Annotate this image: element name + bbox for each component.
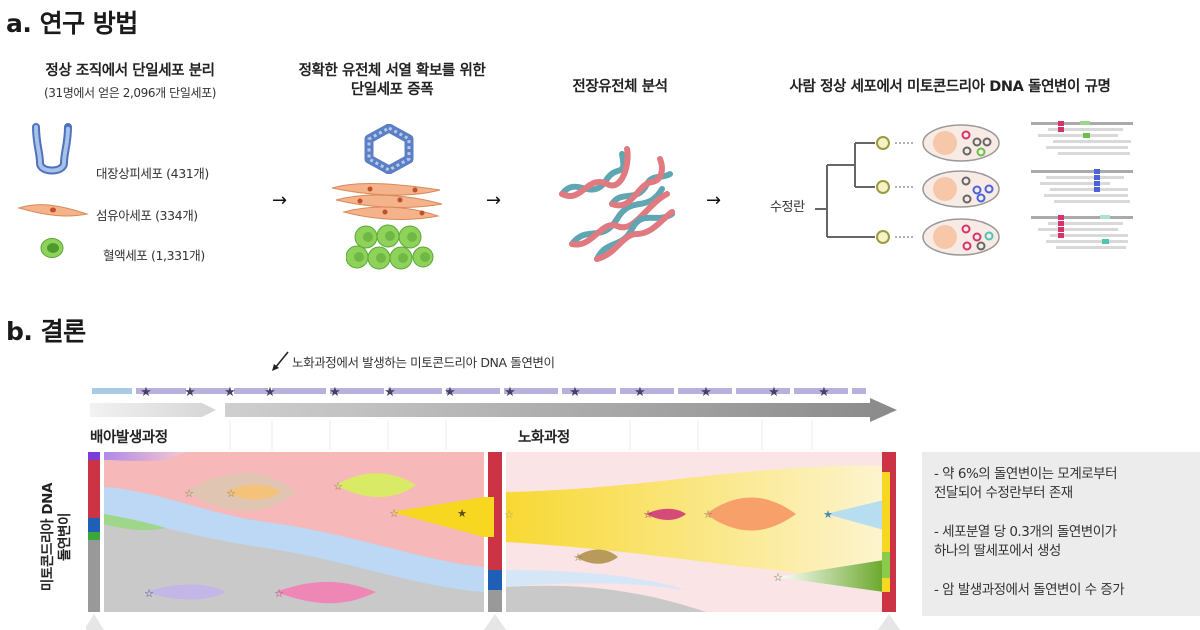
svg-text:☆: ☆ xyxy=(274,587,284,600)
svg-text:★: ★ xyxy=(444,385,456,398)
svg-text:★: ★ xyxy=(768,385,780,398)
summary-item-2-line1: - 세포분열 당 0.3개의 돌연변이가 xyxy=(934,524,1117,540)
svg-text:☆: ☆ xyxy=(333,480,343,493)
svg-text:☆: ☆ xyxy=(144,587,154,600)
section-a-title: a. 연구 방법 xyxy=(6,9,138,38)
y-axis-label-line2: 돌연변이 xyxy=(57,512,73,562)
summary-item-2-line2: 하나의 딸세포에서 생성 xyxy=(934,543,1061,559)
svg-text:☆: ☆ xyxy=(703,508,713,521)
organoid-ring-icon xyxy=(364,124,414,174)
svg-text:★: ★ xyxy=(384,385,396,398)
svg-text:☆: ☆ xyxy=(184,487,194,500)
colon-crypt-icon xyxy=(32,123,72,175)
fibroblast-icon xyxy=(17,204,89,217)
step3-title: 전장유전체 분석 xyxy=(572,79,668,95)
step2-title-line1: 정확한 유전체 서열 확보를 위한 xyxy=(298,63,486,79)
annotation-pointer-icon xyxy=(272,351,289,371)
svg-text:★: ★ xyxy=(823,508,833,521)
svg-text:★: ★ xyxy=(504,385,516,398)
arrow-icon: → xyxy=(706,190,722,211)
embryo-phase-arrow xyxy=(90,403,216,417)
summary-box: - 약 6%의 돌연변이는 모계로부터 전달되어 수정란부터 존재 - 세포분열… xyxy=(922,452,1200,616)
svg-text:☆: ☆ xyxy=(226,487,236,500)
svg-text:★: ★ xyxy=(264,385,276,398)
y-axis-label-line1: 미토콘드리아 DNA xyxy=(40,482,56,592)
svg-text:★: ★ xyxy=(184,385,196,398)
arrow-icon: → xyxy=(486,190,502,211)
phase-label-aging: 노화과정 xyxy=(518,430,570,446)
cell-label-blood: 혈액세포 (1,331개) xyxy=(103,248,205,263)
svg-text:★: ★ xyxy=(634,385,646,398)
blood-cell-icon xyxy=(40,238,64,258)
aging-phase-arrow xyxy=(225,398,897,422)
svg-text:★: ★ xyxy=(329,385,341,398)
timeline-gridlines xyxy=(229,420,813,450)
phase-label-embryo: 배아발생과정 xyxy=(90,430,168,446)
svg-text:★: ★ xyxy=(140,385,152,398)
mutation-timeline-bar: ★ ★ ★ ★ ★ ★ ★ ★ ★ ★ ★ ★ ★ xyxy=(92,385,866,398)
summary-item-3-line1: - 암 발생과정에서 돌연변이 수 증가 xyxy=(934,582,1125,598)
timeline-annotation: 노화과정에서 발생하는 미토콘드리아 DNA 돌연변이 xyxy=(292,355,555,370)
summary-item-1-line2: 전달되어 수정란부터 존재 xyxy=(934,485,1073,501)
y-axis-label: 미토콘드리아 DNA 돌연변이 xyxy=(40,462,74,612)
summary-item-1-line1: - 약 6%의 돌연변이는 모계로부터 xyxy=(934,466,1118,482)
svg-text:☆: ☆ xyxy=(773,571,783,584)
svg-text:☆: ☆ xyxy=(504,508,514,521)
step4-title: 사람 정상 세포에서 미토콘드리아 DNA 돌연변이 규명 xyxy=(789,79,1111,95)
cell-label-fibroblast: 섬유아세포 (334개) xyxy=(96,208,198,223)
svg-text:★: ★ xyxy=(700,385,712,398)
clonal-evolution-diagram: ☆ ☆ ☆ ☆ ★ ☆ ☆ ☆ ☆ ☆ ★ ☆ ☆ xyxy=(86,452,900,630)
svg-text:★: ★ xyxy=(569,385,581,398)
blood-cell-cluster-icon xyxy=(346,224,434,270)
fibroblast-culture-icon xyxy=(331,183,443,220)
svg-text:★: ★ xyxy=(457,507,467,520)
step1-title: 정상 조직에서 단일세포 분리 xyxy=(45,63,215,79)
step2-title-line2: 단일세포 증폭 xyxy=(350,82,434,98)
section-b-title: b. 결론 xyxy=(6,317,86,346)
arrow-icon: → xyxy=(272,190,288,211)
svg-text:☆: ☆ xyxy=(643,508,653,521)
svg-text:☆: ☆ xyxy=(389,507,399,520)
tree-root-label: 수정란 xyxy=(770,200,805,215)
dna-helix-icon xyxy=(559,146,675,262)
sequencing-reads-diagram xyxy=(1031,121,1133,249)
svg-text:★: ★ xyxy=(224,385,236,398)
lineage-tree-diagram xyxy=(815,124,1000,256)
step1-subtitle: (31명에서 얻은 2,096개 단일세포) xyxy=(43,86,217,100)
cell-label-colon: 대장상피세포 (431개) xyxy=(96,166,209,181)
svg-text:★: ★ xyxy=(818,385,830,398)
svg-text:☆: ☆ xyxy=(573,551,583,564)
